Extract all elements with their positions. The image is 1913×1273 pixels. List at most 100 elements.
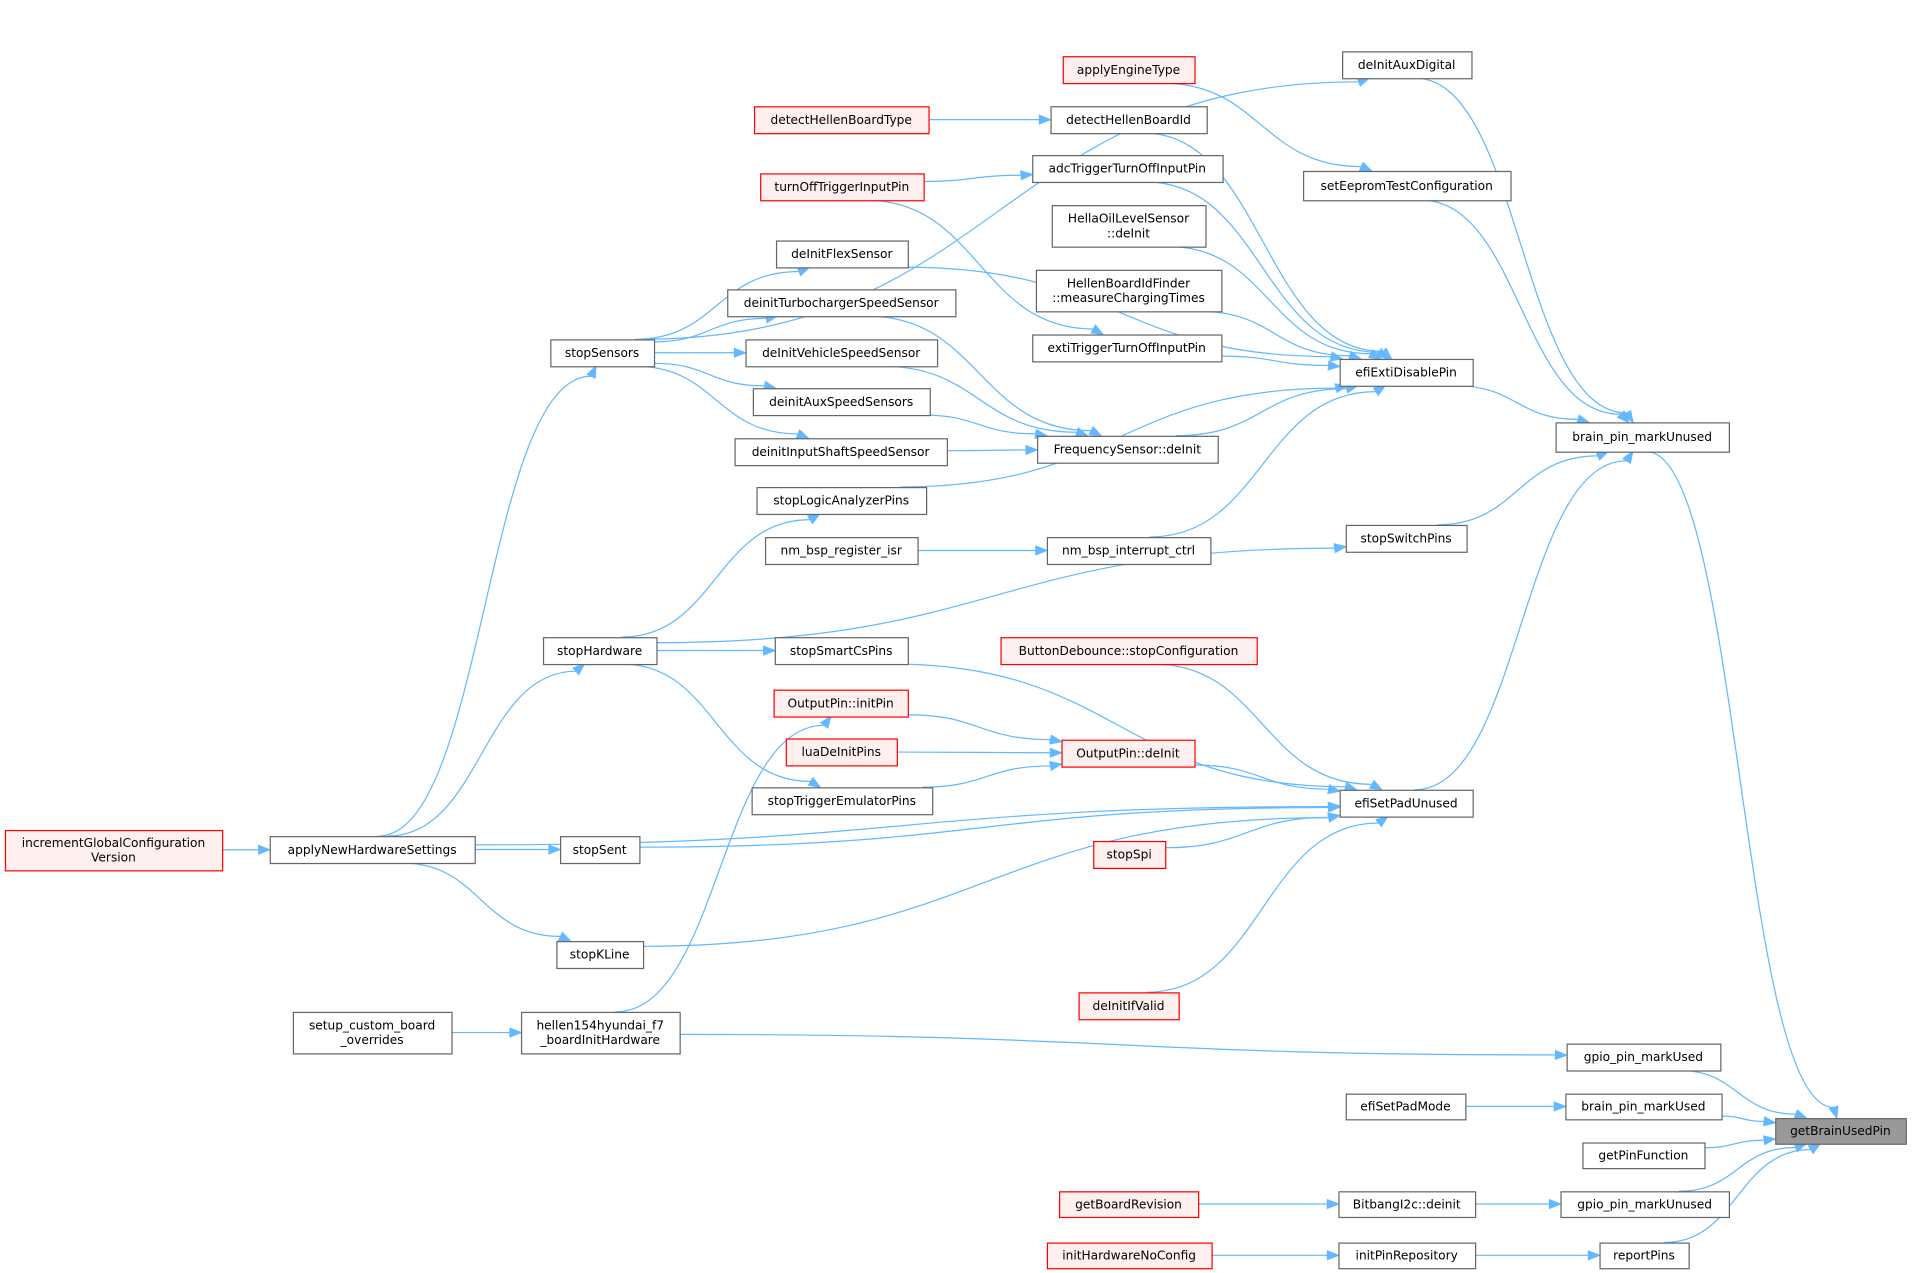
edge-de-init-aux-digital-to-brain-pin-mark-unused <box>1415 77 1634 424</box>
node-box <box>556 941 645 970</box>
edge-line <box>946 449 1027 452</box>
edge-line <box>1221 355 1329 367</box>
node-stop-smart-cs-pins[interactable]: stopSmartCsPins <box>774 637 909 666</box>
arrowhead-icon <box>1333 543 1348 554</box>
node-label: applyEngineType <box>1077 63 1180 77</box>
node-de-init-aux-digital[interactable]: deInitAuxDigital <box>1342 51 1473 80</box>
node-gpio-pin-mark-used[interactable]: gpio_pin_markUsed <box>1566 1043 1722 1072</box>
node-brain-pin-mark-used[interactable]: brain_pin_markUsed <box>1565 1093 1723 1121</box>
node-label: _boardInitHardware <box>539 1033 660 1047</box>
node-stop-kline[interactable]: stopKLine <box>556 941 645 970</box>
arrowhead-icon <box>548 844 562 855</box>
node-get-pin-function[interactable]: getPinFunction <box>1582 1142 1706 1170</box>
node-stop-sent[interactable]: stopSent <box>559 836 641 865</box>
node-de-init-if-valid[interactable]: deInitIfValid <box>1078 992 1180 1021</box>
node-label: BitbangI2c::deinit <box>1353 1197 1461 1211</box>
node-box <box>1093 840 1167 870</box>
node-hellen154hyundai-f7-board-init-hardware[interactable]: hellen154hyundai_f7_boardInitHardware <box>520 1011 681 1055</box>
edge-turn-off-trigger-input-pin-to-adc-trigger-turn-off-input-pin <box>923 170 1034 183</box>
node-report-pins[interactable]: reportPins <box>1599 1242 1690 1270</box>
edge-button-debounce-stop-configuration-to-efi-set-pad-unused <box>1152 663 1384 791</box>
arrowhead-icon <box>1038 114 1053 125</box>
node-box <box>1078 992 1180 1021</box>
node-frequency-sensor-de-init[interactable]: FrequencySensor::deInit <box>1037 435 1219 464</box>
edge-line <box>1678 1146 1796 1192</box>
node-bitbang-i2c-deinit[interactable]: BitbangI2c::deinit <box>1338 1191 1477 1219</box>
edge-apply-new-hardware-settings-to-stop-sensors <box>378 364 597 837</box>
arrowhead-icon <box>1020 170 1034 181</box>
edge-brain-pin-mark-used-to-get-brain-used-pin <box>1721 1115 1777 1127</box>
edge-init-pin-repository-to-report-pins <box>1475 1250 1602 1261</box>
node-init-hardware-no-config[interactable]: initHardwareNoConfig <box>1046 1242 1213 1270</box>
node-hellen-board-id-finder-measure-charging-times[interactable]: HellenBoardIdFinder::measureChargingTime… <box>1035 269 1223 313</box>
node-output-pin-de-init[interactable]: OutputPin::deInit <box>1061 739 1196 768</box>
node-label: deInitVehicleSpeedSensor <box>762 346 921 360</box>
node-label: detectHellenBoardType <box>770 113 911 127</box>
arrowhead-icon <box>1554 1049 1569 1061</box>
arrowhead-icon <box>1622 450 1634 465</box>
arrowhead-icon <box>1074 427 1090 437</box>
node-get-board-revision[interactable]: getBoardRevision <box>1058 1191 1200 1219</box>
node-nm-bsp-register-isr[interactable]: nm_bsp_register_isr <box>764 537 919 566</box>
arrowhead-icon <box>557 931 573 942</box>
node-label: setEepromTestConfiguration <box>1321 179 1493 193</box>
node-box <box>764 537 919 566</box>
node-stop-trigger-emulator-pins[interactable]: stopTriggerEmulatorPins <box>751 787 934 816</box>
node-deinit-turbocharger-speed-sensor[interactable]: deinitTurbochargerSpeedSensor <box>727 289 957 318</box>
node-efi-set-pad-unused[interactable]: efiSetPadUnused <box>1339 789 1474 818</box>
arrowhead-icon <box>763 645 777 656</box>
node-stop-logic-analyzer-pins[interactable]: stopLogicAnalyzerPins <box>756 486 928 516</box>
arrowhead-icon <box>1090 324 1105 336</box>
node-label: initHardwareNoConfig <box>1062 1249 1196 1263</box>
node-stop-hardware[interactable]: stopHardware <box>542 637 658 666</box>
node-deinit-input-shaft-speed-sensor[interactable]: deinitInputShaftSpeedSensor <box>734 438 948 467</box>
node-deinit-aux-speed-sensors[interactable]: deinitAuxSpeedSensors <box>752 388 931 417</box>
node-get-brain-used-pin[interactable]: getBrainUsedPin <box>1775 1117 1907 1145</box>
node-brain-pin-mark-unused[interactable]: brain_pin_markUnused <box>1555 422 1730 453</box>
node-de-init-vehicle-speed-sensor[interactable]: deInitVehicleSpeedSensor <box>745 339 939 368</box>
node-label: efiSetPadMode <box>1360 1100 1450 1114</box>
edge-init-hardware-no-config-to-init-pin-repository <box>1211 1250 1341 1261</box>
node-de-init-flex-sensor[interactable]: deInitFlexSensor <box>775 240 909 269</box>
node-apply-engine-type[interactable]: applyEngineType <box>1062 56 1196 85</box>
node-adc-trigger-turn-off-input-pin[interactable]: adcTriggerTurnOffInputPin <box>1032 155 1224 184</box>
node-efi-set-pad-mode[interactable]: efiSetPadMode <box>1345 1093 1467 1121</box>
node-stop-spi[interactable]: stopSpi <box>1093 840 1167 870</box>
node-apply-new-hardware-settings[interactable]: applyNewHardwareSettings <box>269 836 476 865</box>
node-hella-oil-level-sensor-de-init[interactable]: HellaOilLevelSensor::deInit <box>1051 205 1207 248</box>
node-label: luaDeInitPins <box>801 745 880 759</box>
node-label: OutputPin::deInit <box>1076 746 1180 760</box>
node-box <box>1339 789 1474 818</box>
edge-output-pin-init-pin-to-output-pin-de-init <box>907 714 1064 745</box>
node-stop-switch-pins[interactable]: stopSwitchPins <box>1345 524 1468 553</box>
node-efi-exti-disable-pin[interactable]: efiExtiDisablePin <box>1339 358 1474 387</box>
node-nm-bsp-interrupt-ctrl[interactable]: nm_bsp_interrupt_ctrl <box>1046 537 1212 566</box>
edge-detect-hellen-board-type-to-detect-hellen-board-id <box>928 114 1053 125</box>
edge-line <box>1175 387 1347 437</box>
node-label: deInitFlexSensor <box>791 247 893 261</box>
node-button-debounce-stop-configuration[interactable]: ButtonDebounce::stopConfiguration <box>1000 637 1258 666</box>
edge-apply-engine-type-to-set-eeprom-test-configuration <box>1160 82 1374 172</box>
edge-line <box>656 547 1335 644</box>
node-lua-de-init-pins[interactable]: luaDeInitPins <box>785 738 898 767</box>
node-detect-hellen-board-type[interactable]: detectHellenBoardType <box>753 106 930 135</box>
node-label: extiTriggerTurnOffInputPin <box>1048 341 1206 355</box>
edge-hella-oil-level-sensor-de-init-to-efi-exti-disable-pin <box>1167 245 1383 360</box>
arrowhead-icon <box>1049 734 1064 745</box>
arrowhead-icon <box>795 428 810 439</box>
edge-line <box>867 315 1092 432</box>
node-output-pin-init-pin[interactable]: OutputPin::initPin <box>773 689 909 718</box>
edge-stop-sent-to-efi-set-pad-unused <box>639 802 1342 848</box>
node-turn-off-trigger-input-pin[interactable]: turnOffTriggerInputPin <box>760 173 925 202</box>
node-stop-sensors[interactable]: stopSensors <box>550 339 656 368</box>
node-gpio-pin-mark-unused[interactable]: gpio_pin_markUnused <box>1560 1191 1730 1219</box>
edge-output-pin-de-init-to-efi-set-pad-unused <box>1194 764 1342 795</box>
node-set-eeprom-test-configuration[interactable]: setEepromTestConfiguration <box>1302 170 1512 202</box>
node-label: stopSpi <box>1107 848 1152 862</box>
node-detect-hellen-board-id[interactable]: detectHellenBoardId <box>1050 106 1208 135</box>
node-setup-custom-board-overrides[interactable]: setup_custom_board_overrides <box>292 1011 453 1055</box>
node-exti-trigger-turn-off-input-pin[interactable]: extiTriggerTurnOffInputPin <box>1032 334 1223 363</box>
node-init-pin-repository[interactable]: initPinRepository <box>1338 1242 1477 1270</box>
edge-line <box>1143 132 1384 353</box>
